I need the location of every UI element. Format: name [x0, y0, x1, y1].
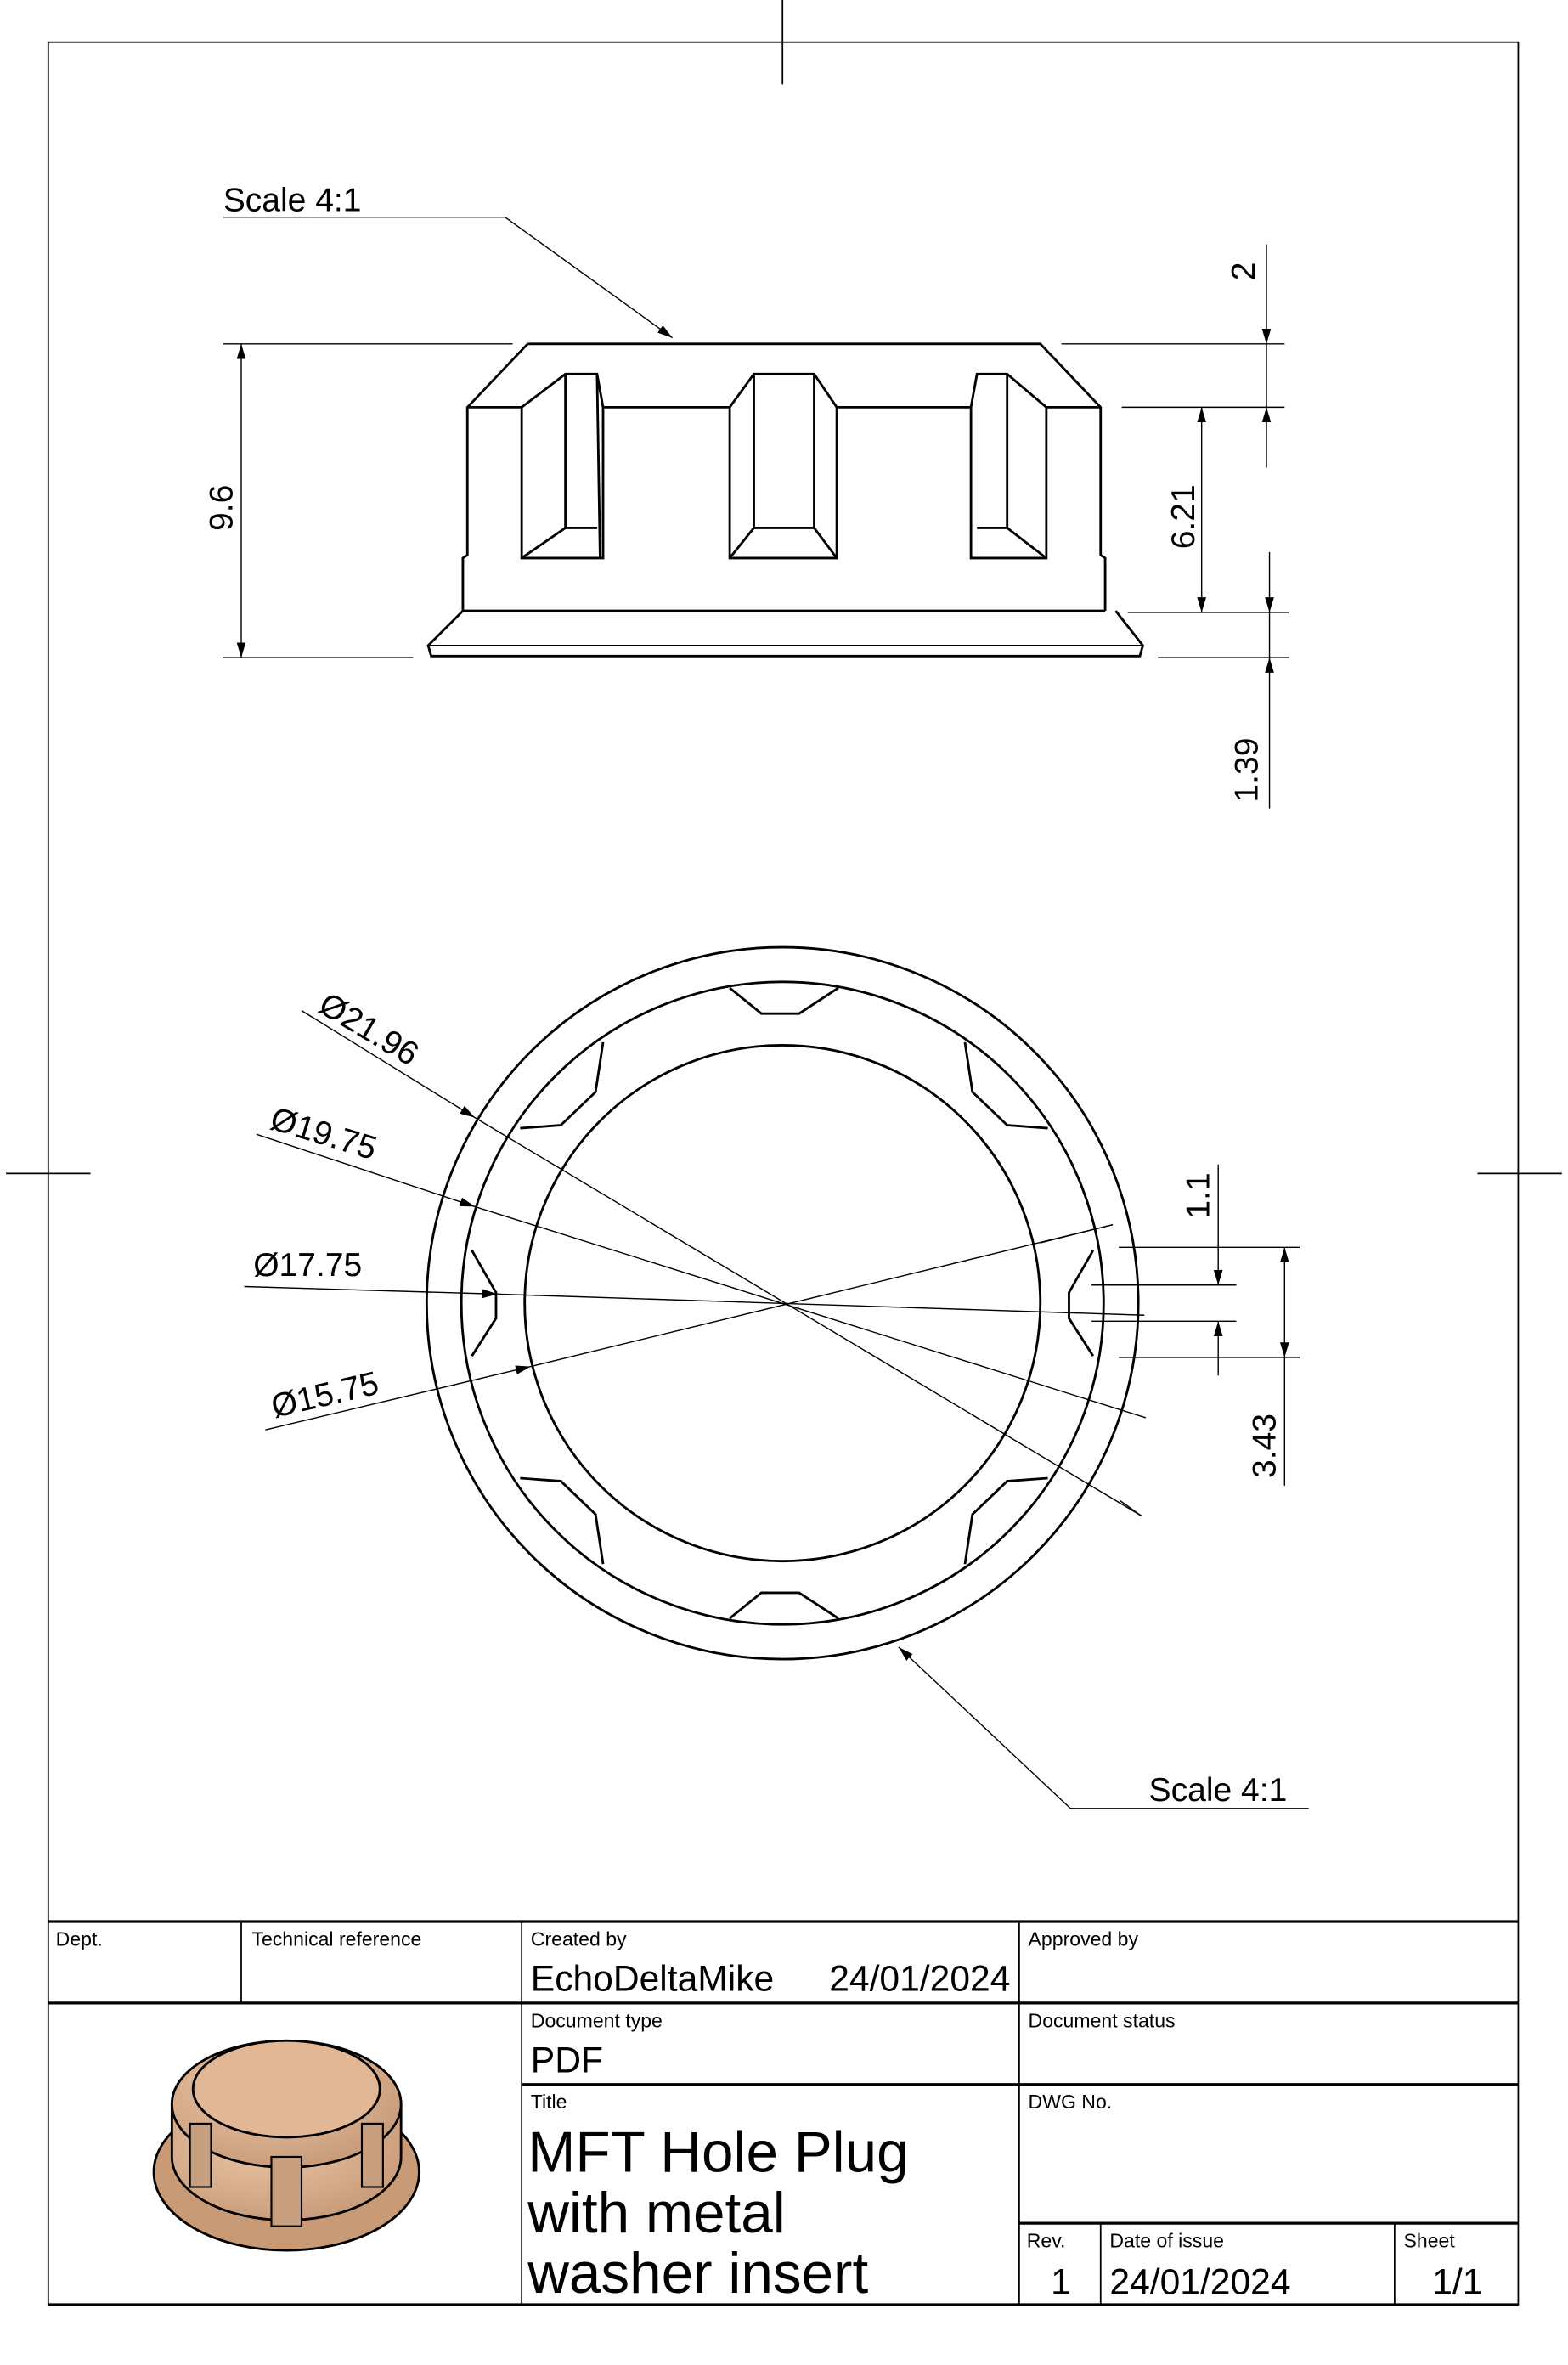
dim-flange-height: 1.39 [1228, 738, 1265, 803]
created-by-label: Created by [531, 1928, 627, 1950]
dim-rib-height: 6.21 [1165, 484, 1202, 549]
title-label: Title [531, 2091, 567, 2113]
created-date: 24/01/2024 [829, 1959, 1010, 2000]
sheet-label: Sheet [1404, 2230, 1456, 2252]
date-of-issue-label: Date of issue [1109, 2230, 1224, 2252]
title-line-3: washer insert [527, 2242, 868, 2306]
rev-label: Rev. [1027, 2230, 1066, 2252]
part-render-image [152, 2039, 420, 2252]
doc-type-label: Document type [531, 2009, 663, 2031]
top-view: Ø21.96 Ø19.75 Ø17.75 Ø15.75 1.1 3.43 Sca… [244, 945, 1309, 1809]
rev-value: 1 [1051, 2262, 1071, 2303]
approved-by-label: Approved by [1029, 1928, 1139, 1950]
dim-diameter-17-75: Ø17.75 [253, 1247, 362, 1284]
tech-ref-label: Technical reference [251, 1928, 421, 1950]
dept-label: Dept. [56, 1928, 103, 1950]
sheet-border [6, 0, 1562, 2306]
sheet-value: 1/1 [1432, 2262, 1482, 2303]
dim-rib-width: 1.1 [1181, 1172, 1217, 1218]
dim-top-chamfer: 2 [1226, 262, 1262, 281]
side-view: Scale 4:1 [203, 183, 1289, 809]
dim-diameter-21-96: Ø21.96 [313, 985, 425, 1073]
top-view-scale-label: Scale 4:1 [1149, 1772, 1288, 1809]
title-line-2: with metal [527, 2182, 786, 2245]
dwg-no-label: DWG No. [1029, 2091, 1113, 2113]
doc-type-value: PDF [531, 2040, 603, 2081]
date-of-issue-value: 24/01/2024 [1109, 2262, 1290, 2303]
dim-overall-height: 9.6 [203, 485, 240, 531]
dim-diameter-19-75: Ø19.75 [266, 1101, 381, 1168]
dim-rib-span: 3.43 [1247, 1414, 1283, 1478]
created-by-value: EchoDeltaMike [531, 1959, 774, 2000]
title-line-1: MFT Hole Plug [527, 2121, 908, 2185]
title-block: Dept. Technical reference Created by Ech… [48, 1920, 1519, 2306]
doc-status-label: Document status [1029, 2009, 1176, 2031]
side-view-scale-label: Scale 4:1 [223, 183, 362, 219]
